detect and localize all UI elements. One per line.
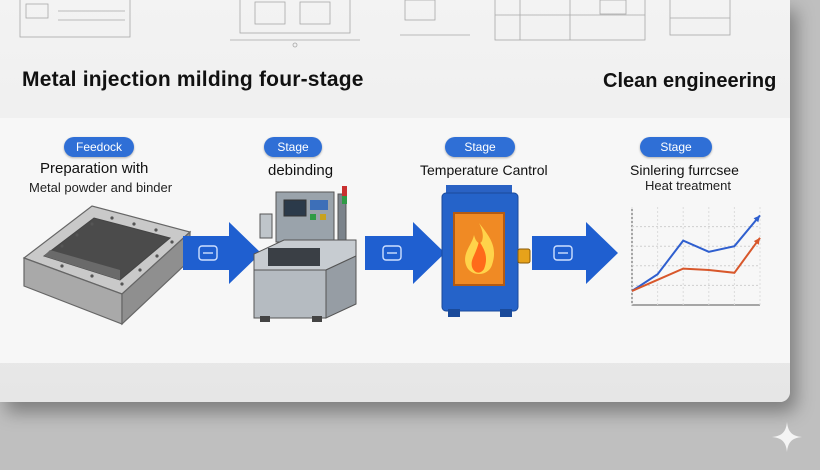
stage-title: Preparation with xyxy=(40,160,149,177)
sparkle-icon xyxy=(772,422,802,452)
stage-subtitle: Metal powder and binder xyxy=(29,180,173,195)
chart-axes xyxy=(631,207,760,306)
arrow-right-icon xyxy=(183,222,261,284)
stage-title: Sinlering furrcsee xyxy=(630,162,739,178)
stage-subtitle: Heat treatment xyxy=(645,178,731,193)
chart-series-line xyxy=(631,237,761,292)
chart-series-arrowhead xyxy=(753,215,760,223)
stage-badge: Stage xyxy=(640,137,712,157)
feedstock-tray-icon xyxy=(22,205,192,326)
chart-series-arrowhead xyxy=(753,237,760,245)
stage-badge: Feedock xyxy=(64,137,134,157)
arrow-right-icon xyxy=(365,222,445,284)
diagram-board: Metal injection milding four-stage Clean… xyxy=(0,0,790,402)
furnace-flame-icon xyxy=(441,185,531,317)
blueprint-background-icon xyxy=(19,0,731,48)
stage-badge: Stage xyxy=(445,137,515,157)
subtitle-heading: Clean engineering xyxy=(603,70,777,92)
stage-title: debinding xyxy=(268,162,334,179)
debinding-machine-icon xyxy=(253,186,357,322)
arrow-right-icon xyxy=(532,222,618,284)
stage-title: Temperature Cantrol xyxy=(420,162,548,178)
page-title: Metal injection milding four-stage xyxy=(22,68,364,91)
stage-badge: Stage xyxy=(264,137,322,157)
line-chart xyxy=(631,207,761,306)
chart-series-line xyxy=(631,214,761,292)
